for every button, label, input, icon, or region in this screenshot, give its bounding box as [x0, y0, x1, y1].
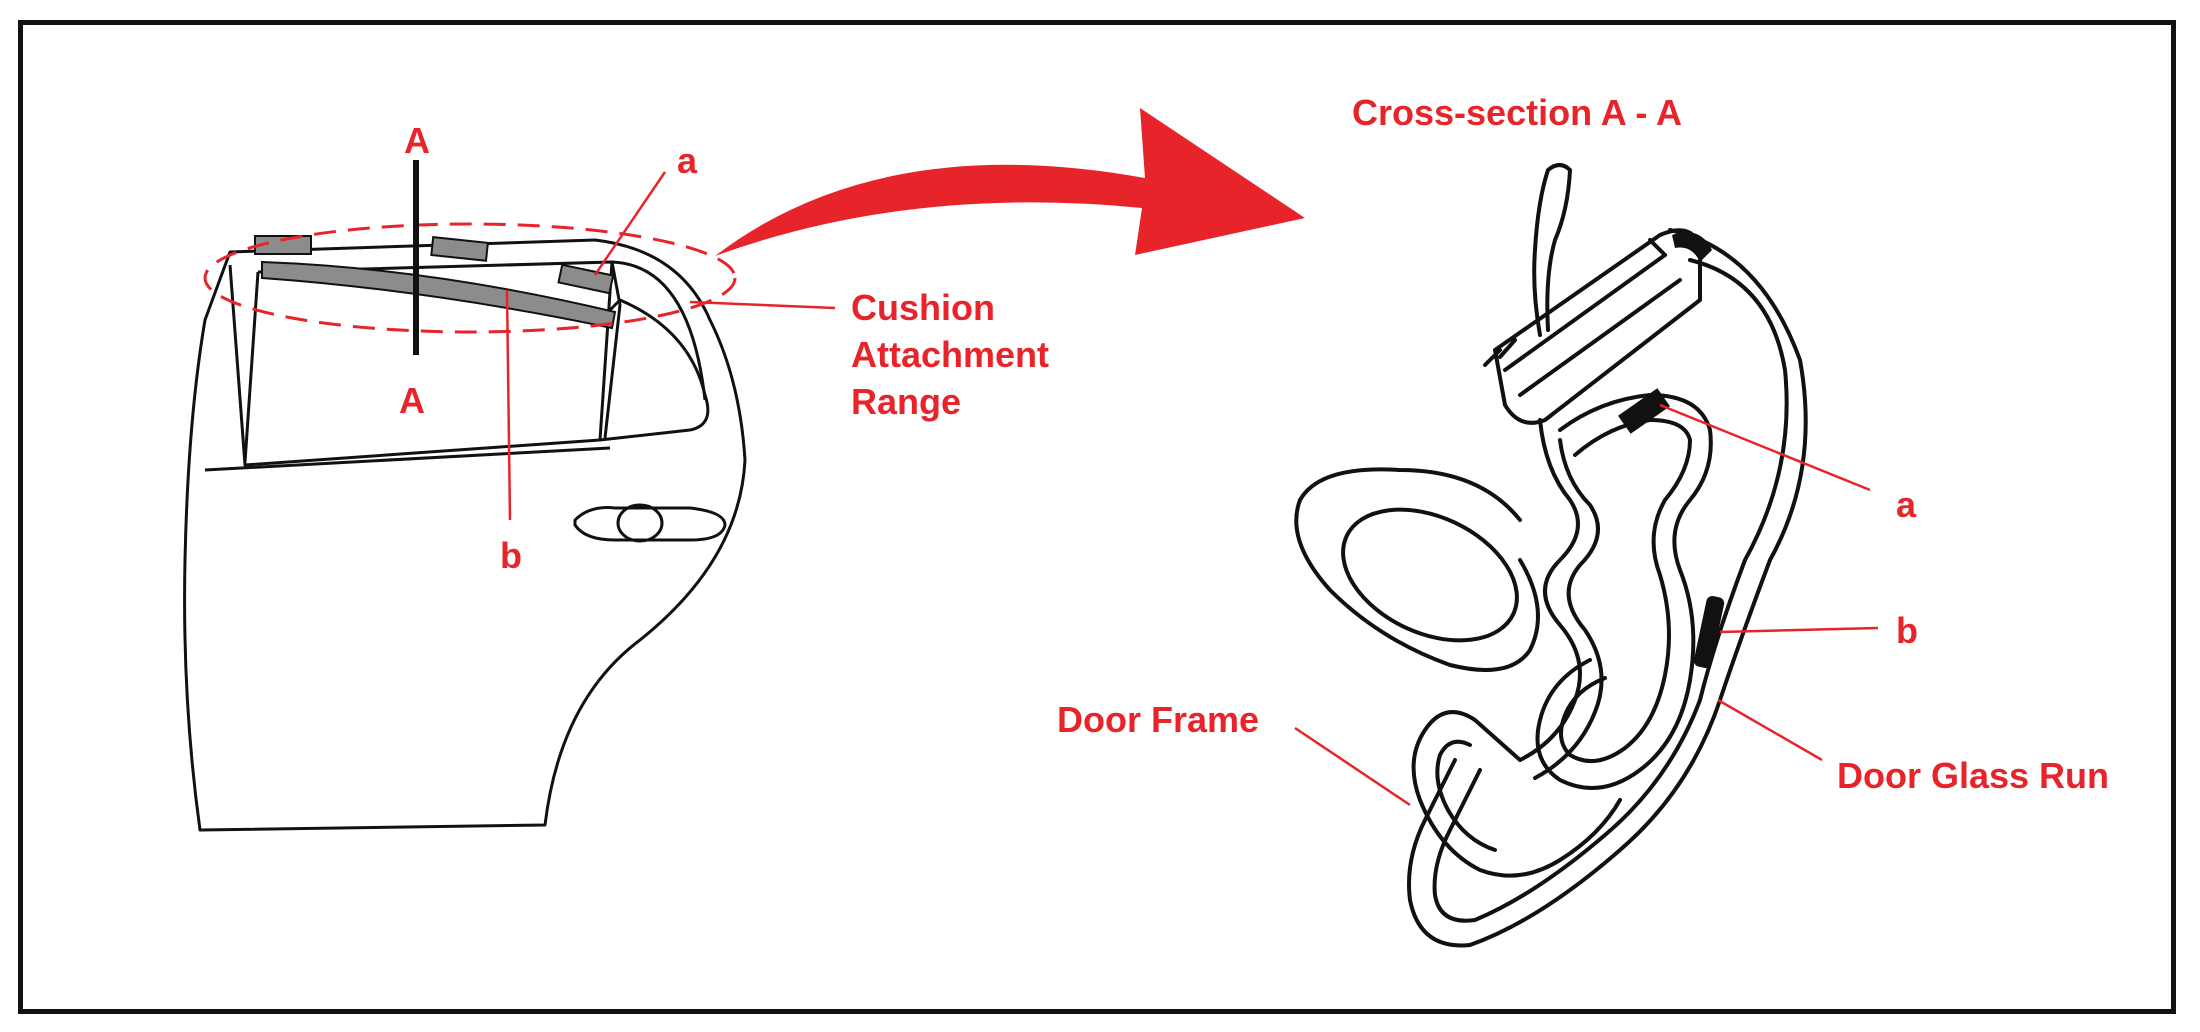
left-leaders [505, 171, 836, 521]
door-glass-run-label: Door Glass Run [1837, 755, 2110, 796]
belt-line [204, 446, 611, 472]
cushion-pad-2 [430, 236, 489, 262]
leader-b-right [1719, 626, 1879, 634]
seal-clip-inner [1503, 253, 1682, 397]
cushion-label-line1: Cushion [851, 287, 995, 328]
cushion-label-line2: Attachment [851, 334, 1050, 375]
cushion-strip-b [261, 260, 617, 330]
leader-b-left [505, 289, 512, 521]
seal-top-lip [1532, 163, 1572, 337]
section-label-bottom: A [399, 380, 425, 421]
door-outline [183, 238, 747, 832]
section-label-top: A [404, 120, 430, 161]
door-frame-label: Door Frame [1057, 699, 1260, 740]
door-frame-wiggle [1518, 418, 1582, 762]
leader-a-left [593, 171, 667, 276]
red-arrow-icon [715, 108, 1305, 256]
cross-section-title: Cross-section A - A [1352, 92, 1683, 133]
glass-run-channel [1535, 393, 1713, 790]
leader-a-right [1659, 403, 1871, 492]
cushion-b-section [1693, 596, 1725, 668]
cross-section-cushions [1618, 232, 1725, 668]
window-divider [603, 261, 622, 439]
cushion-range-ellipse [203, 222, 737, 334]
handle-cap [616, 503, 664, 543]
glass-run-outer [1407, 228, 1808, 948]
seal-clip [1493, 228, 1702, 425]
marker-a-right: a [1896, 484, 1917, 525]
cushion-pad-a [557, 263, 615, 295]
glass-run-outer-2 [1432, 258, 1789, 923]
cushion-pads [254, 235, 617, 330]
marker-b-left: b [500, 535, 522, 576]
rear-door-drawing [183, 238, 747, 832]
door-frame-wiggle-2 [1533, 438, 1604, 780]
leader-door-frame [1294, 726, 1411, 807]
marker-a-left: a [677, 140, 698, 181]
leader-cushion [689, 300, 836, 310]
door-frame-loop-2 [1435, 739, 1497, 852]
leader-door-glass-run [1717, 698, 1823, 762]
glass-run-channel-inner [1559, 418, 1692, 764]
cross-section-drawing [1294, 163, 1808, 948]
clip-teeth [1483, 238, 1667, 367]
weatherstrip-bulb [1294, 467, 1540, 672]
cushion-label-line3: Range [851, 381, 962, 422]
quarter-glass [611, 260, 707, 401]
door-handle [573, 506, 727, 542]
right-leaders [1294, 403, 1879, 807]
door-frame-loop [1411, 710, 1622, 878]
marker-b-right: b [1896, 610, 1918, 651]
clip-tip [1672, 232, 1712, 262]
weatherstrip-bulb-hole [1341, 507, 1519, 643]
cushion-a-section [1618, 388, 1670, 434]
